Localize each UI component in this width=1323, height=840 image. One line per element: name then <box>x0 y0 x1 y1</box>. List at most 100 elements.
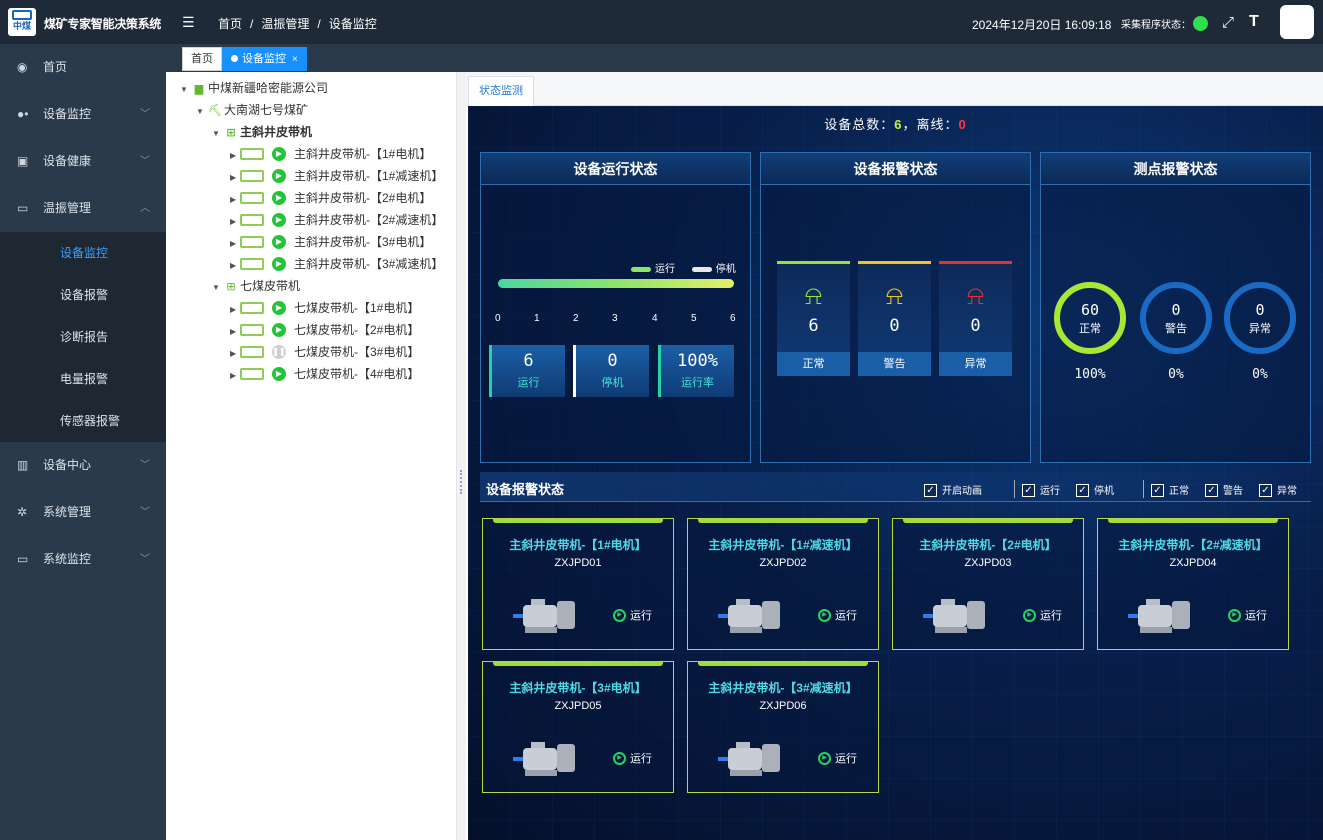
tree-node-device[interactable]: ▶ ▶ 主斜井皮带机-【3#电机】 <box>230 232 431 252</box>
sidebar-item-system-manage[interactable]: ✲系统管理﹀ <box>0 489 166 536</box>
caret-down-icon[interactable]: ▼ <box>212 129 220 138</box>
sidebar-subitem-sensor-alarm[interactable]: 传感器报警 <box>60 414 121 428</box>
tree-node-device[interactable]: ▶▶主斜井皮带机-【1#减速机】 <box>230 166 443 186</box>
sidebar-item-temp-vibration[interactable]: ▭温振管理︿ <box>0 185 166 232</box>
tree-node-device[interactable]: ▶ ▶ 主斜井皮带机-【2#电机】 <box>230 188 431 208</box>
caret-right-icon[interactable]: ▶ <box>230 195 237 204</box>
sidebar-subitem-power-alarm[interactable]: 电量报警 <box>60 372 109 386</box>
caret-right-icon[interactable]: ▶ <box>230 327 237 336</box>
legend: 运行 停机 <box>631 260 736 275</box>
device-card[interactable]: 主斜井皮带机-【2#减速机】ZXJPD04▶运行 <box>1097 518 1289 650</box>
checkbox-normal[interactable]: ✓正常 <box>1143 480 1189 498</box>
caret-right-icon[interactable]: ▶ <box>230 151 237 160</box>
tree-node-mine[interactable]: ▼⛏大南湖七号煤矿 <box>196 100 308 120</box>
fullscreen-icon[interactable]: ⤢ <box>1222 14 1235 31</box>
sidebar-item-home[interactable]: ◉首页 <box>0 44 166 91</box>
panel-splitter[interactable] <box>457 72 466 840</box>
sidebar-item-device-monitor[interactable]: ●•设备监控﹀ <box>0 91 166 138</box>
tree-node-device[interactable]: ▶▶七煤皮带机-【4#电机】 <box>230 364 419 384</box>
chevron-up-icon: ︿ <box>140 203 150 214</box>
caret-down-icon[interactable]: ▼ <box>180 85 188 94</box>
tick-label: 0 <box>495 313 501 324</box>
tree-node-device[interactable]: ▶▶七煤皮带机-【2#电机】 <box>230 320 419 340</box>
alarm-label: 警告 <box>858 352 931 376</box>
tree-node-group[interactable]: ▼⊞主斜井皮带机 <box>212 122 312 142</box>
tab-status-monitor[interactable]: 状态监测 <box>468 76 534 106</box>
tree-node-label: 大南湖七号煤矿 <box>224 103 309 117</box>
caret-right-icon[interactable]: ▶ <box>230 173 237 182</box>
tab-home[interactable]: 首页 <box>182 47 222 71</box>
check-icon[interactable]: ✓ <box>1022 483 1035 497</box>
motor-icon <box>240 257 264 270</box>
play-status-icon: ▶ <box>272 234 286 249</box>
motor-icon <box>240 345 264 358</box>
status-label: 运行 <box>835 610 857 622</box>
sidebar-item-device-health[interactable]: ▣设备健康﹀ <box>0 138 166 185</box>
datetime: 2024年12月20日 16:09:18 <box>972 18 1112 32</box>
divider <box>1143 480 1144 498</box>
device-name: 主斜井皮带机-【1#减速机】 <box>708 538 858 552</box>
caret-right-icon[interactable]: ▶ <box>230 239 237 248</box>
device-card[interactable]: 主斜井皮带机-【3#减速机】ZXJPD06▶运行 <box>687 661 879 793</box>
caret-right-icon[interactable]: ▶ <box>230 261 237 270</box>
sidebar-subitem-device-alarm[interactable]: 设备报警 <box>60 288 109 302</box>
tree-node-label: 主斜井皮带机-【3#电机】 <box>294 235 432 249</box>
play-status-icon: ▶ <box>272 212 286 227</box>
device-code: ZXJPD03 <box>964 557 1012 569</box>
check-icon[interactable]: ✓ <box>1151 483 1164 497</box>
check-icon[interactable]: ✓ <box>1205 483 1218 497</box>
checkbox-running[interactable]: ✓运行 <box>1014 480 1060 498</box>
tree-node-device[interactable]: ▶▶七煤皮带机-【1#电机】 <box>230 298 419 318</box>
avatar[interactable] <box>1280 5 1314 39</box>
breadcrumb-item-temp[interactable]: 温振管理 <box>261 17 310 31</box>
caret-right-icon[interactable]: ▶ <box>230 371 237 380</box>
font-size-icon[interactable]: T <box>1249 13 1259 30</box>
device-card[interactable]: 主斜井皮带机-【1#电机】ZXJPD01▶运行 <box>482 518 674 650</box>
checkbox-stopped[interactable]: ✓停机 <box>1076 482 1114 498</box>
check-icon[interactable]: ✓ <box>924 483 937 497</box>
dashboard: 设备总数：6，离线：0 设备运行状态 运行 停机 0 1 2 3 4 5 6 6… <box>468 106 1323 840</box>
checkbox-animation[interactable]: ✓开启动画 <box>924 482 982 498</box>
menu-toggle-icon[interactable]: ☰ <box>182 14 195 30</box>
caret-right-icon[interactable]: ▶ <box>230 305 237 314</box>
device-card[interactable]: 主斜井皮带机-【3#电机】ZXJPD05▶运行 <box>482 661 674 793</box>
sidebar-subitem-device-monitor[interactable]: 设备监控 <box>60 246 109 260</box>
collect-status-label: 采集程序状态： <box>1121 20 1191 31</box>
checkbox-warning[interactable]: ✓警告 <box>1205 482 1243 498</box>
caret-right-icon[interactable]: ▶ <box>230 217 237 226</box>
check-icon[interactable]: ✓ <box>1259 483 1272 497</box>
check-icon[interactable]: ✓ <box>1076 483 1089 497</box>
sidebar-item-system-monitor[interactable]: ▭系统监控﹀ <box>0 536 166 583</box>
tab-device-monitor[interactable]: 设备监控× <box>222 47 307 71</box>
chevron-down-icon: ﹀ <box>140 460 150 471</box>
ring-label: 警告 <box>1165 323 1187 335</box>
tree-node-company[interactable]: ▼▆中煤新疆哈密能源公司 <box>180 78 328 98</box>
caret-down-icon[interactable]: ▼ <box>212 283 220 292</box>
alarm-light-icon: ⍾ <box>966 280 985 310</box>
tree-node-group[interactable]: ▼⊞七煤皮带机 <box>212 276 300 296</box>
section-title: 设备报警状态 <box>486 482 565 497</box>
play-status-icon: ▶ <box>272 190 286 205</box>
tree-node-device[interactable]: ▶▶主斜井皮带机-【1#电机】 <box>230 144 431 164</box>
device-card[interactable]: 主斜井皮带机-【2#电机】ZXJPD03▶运行 <box>892 518 1084 650</box>
drag-handle-icon[interactable] <box>460 470 463 494</box>
play-circle-icon: ▶ <box>1023 608 1036 622</box>
ring-value: 0 <box>1255 301 1265 319</box>
device-card[interactable]: 主斜井皮带机-【1#减速机】ZXJPD02▶运行 <box>687 518 879 650</box>
caret-right-icon[interactable]: ▶ <box>230 349 237 358</box>
checkbox-abnormal[interactable]: ✓异常 <box>1259 482 1297 498</box>
tree-node-device[interactable]: ▶▶主斜井皮带机-【3#减速机】 <box>230 254 443 274</box>
tree-node-device[interactable]: ▶▶主斜井皮带机-【2#减速机】 <box>230 210 443 230</box>
tree-node-label: 主斜井皮带机-【2#电机】 <box>294 191 432 205</box>
card-top-bar <box>1108 519 1278 523</box>
alarm-value: 6 <box>808 316 819 336</box>
status-label: 运行 <box>1040 610 1062 622</box>
close-icon[interactable]: × <box>292 54 298 65</box>
sidebar-item-device-center[interactable]: ▥设备中心﹀ <box>0 442 166 489</box>
breadcrumb-item-home[interactable]: 首页 <box>218 17 243 31</box>
tree-node-device[interactable]: ▶❚❚七煤皮带机-【3#电机】 <box>230 342 419 362</box>
health-icon: ▣ <box>17 154 29 168</box>
caret-down-icon[interactable]: ▼ <box>196 107 204 116</box>
sidebar-subitem-diagnosis-report[interactable]: 诊断报告 <box>60 330 109 344</box>
